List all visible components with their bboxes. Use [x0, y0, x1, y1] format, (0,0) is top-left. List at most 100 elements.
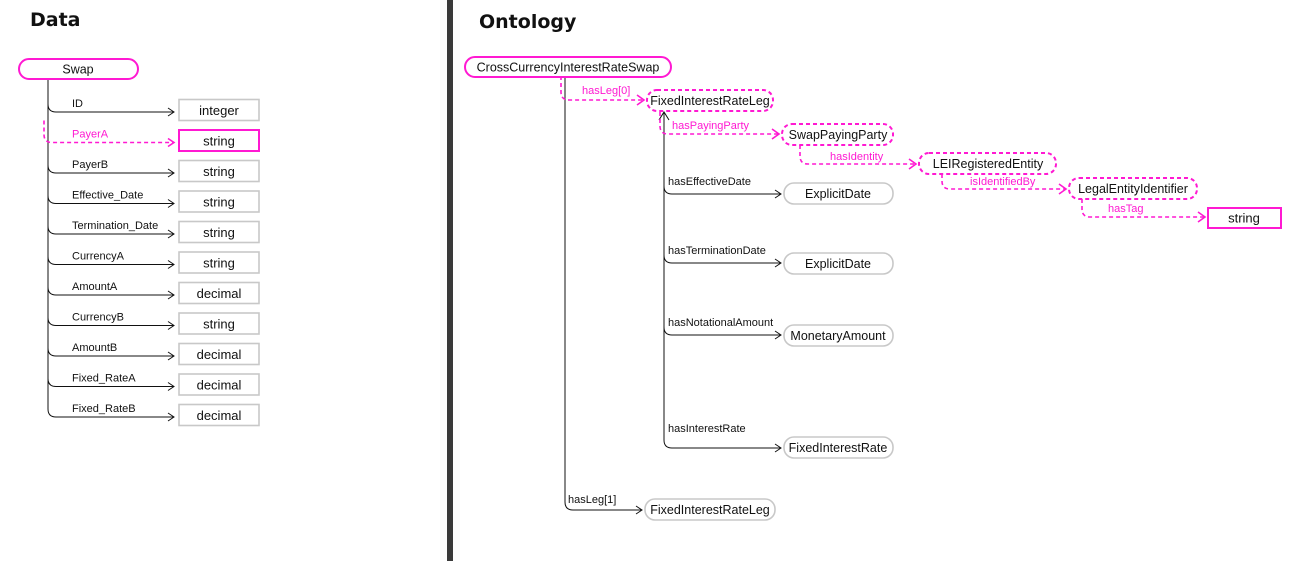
arrowhead-icon	[167, 107, 175, 117]
arrowhead-icon	[167, 351, 175, 361]
field-edge-line	[47, 273, 174, 296]
arrowhead-icon	[167, 382, 175, 391]
data-field-row[interactable]: PayerB string	[72, 159, 260, 183]
field-type-box[interactable]	[178, 312, 260, 335]
node-legal-entity-identifier[interactable]: LegalEntityIdentifier	[1068, 177, 1198, 200]
arrowhead-icon	[167, 321, 175, 330]
ontology-root-label: CrossCurrencyInterestRateSwap	[477, 61, 660, 75]
panel-divider	[447, 0, 453, 561]
arrowhead-icon	[774, 443, 782, 453]
edge-label-hasleg1: hasLeg[1]	[568, 494, 616, 506]
node-monetary-amount[interactable]: MonetaryAmount	[783, 324, 894, 347]
field-type-box[interactable]	[178, 190, 260, 213]
ontology-root-node[interactable]: CrossCurrencyInterestRateSwap	[464, 56, 672, 78]
ontology-highlight-edges	[560, 76, 1207, 223]
field-edge-line	[47, 334, 174, 357]
node-explicit-date-termination[interactable]: ExplicitDate	[783, 252, 894, 275]
data-field-row[interactable]: AmountB decimal	[72, 342, 260, 366]
edge-label-isidentifiedby: isIdentifiedBy	[970, 176, 1036, 188]
node-fixed-interest-rate-leg-0[interactable]: FixedInterestRateLeg	[646, 89, 774, 112]
node-label: MonetaryAmount	[790, 329, 886, 343]
field-type-label: string	[203, 256, 235, 271]
field-edge-line	[47, 364, 174, 387]
field-type-box[interactable]	[178, 342, 260, 366]
field-edge-line	[47, 395, 174, 418]
data-field-row[interactable]: Fixed_RateB decimal	[72, 403, 260, 427]
field-type-box[interactable]	[178, 98, 260, 122]
node-fixed-interest-rate-leg-1[interactable]: FixedInterestRateLeg	[644, 498, 776, 521]
arrowhead-icon	[167, 290, 175, 300]
arrowhead-icon	[774, 258, 782, 268]
field-type-box[interactable]	[178, 403, 260, 427]
field-type-label: string	[203, 195, 235, 210]
edge-label-hasinterestrate: hasInterestRate	[668, 423, 746, 435]
field-type-box[interactable]	[178, 251, 260, 274]
field-label: Termination_Date	[72, 220, 158, 232]
field-edge-line	[47, 151, 174, 174]
field-type-label: string	[203, 164, 235, 179]
field-edge-line	[43, 120, 174, 144]
node-label: SwapPayingParty	[789, 128, 888, 142]
arrowhead-icon	[908, 158, 918, 170]
arrowhead-icon	[774, 330, 782, 340]
arrowhead-icon	[167, 168, 175, 178]
ontology-panel-title: Ontology	[479, 11, 577, 33]
data-edges	[43, 79, 176, 422]
arrowhead-icon	[167, 229, 175, 239]
type-box-string-tag[interactable]: string	[1207, 207, 1282, 229]
field-type-label: string	[203, 225, 235, 240]
edge-notational-amount	[663, 326, 781, 336]
node-label: FixedInterestRate	[789, 441, 888, 455]
node-swap-paying-party[interactable]: SwapPayingParty	[781, 123, 894, 146]
field-label: PayerA	[72, 129, 109, 141]
node-label: LegalEntityIdentifier	[1078, 182, 1188, 196]
node-label: FixedInterestRateLeg	[650, 94, 770, 108]
field-type-box[interactable]	[178, 373, 260, 396]
edge-label-hastag: hasTag	[1108, 203, 1143, 215]
field-type-box[interactable]	[178, 159, 260, 183]
edge-leg0-trunk	[663, 112, 781, 449]
node-label: ExplicitDate	[805, 257, 871, 271]
node-explicit-date-effective[interactable]: ExplicitDate	[783, 182, 894, 205]
field-label: PayerB	[72, 159, 108, 171]
node-label: LEIRegisteredEntity	[933, 157, 1044, 171]
edge-hasleg1-line	[564, 76, 642, 511]
data-panel-title: Data	[30, 9, 81, 31]
edge-hasidentity-line	[799, 145, 916, 165]
field-edge-line	[47, 181, 174, 204]
field-type-label: decimal	[197, 408, 242, 423]
arrowhead-icon	[167, 137, 176, 148]
field-type-label: string	[203, 317, 235, 332]
field-edge-line	[47, 303, 174, 326]
type-label: string	[1228, 211, 1260, 226]
arrowhead-icon	[167, 199, 175, 208]
data-field-row[interactable]: Termination_Date string	[72, 220, 260, 244]
field-type-box[interactable]	[178, 220, 260, 244]
edge-label-hasterminationdate: hasTerminationDate	[668, 245, 766, 257]
field-label: AmountB	[72, 342, 117, 354]
field-type-box[interactable]	[178, 281, 260, 305]
field-type-label: decimal	[197, 347, 242, 362]
node-label: FixedInterestRateLeg	[650, 503, 770, 517]
data-root-node[interactable]: Swap	[18, 58, 139, 80]
field-type-box[interactable]	[178, 129, 260, 152]
edge-termination-date	[663, 254, 781, 264]
node-fixed-interest-rate[interactable]: FixedInterestRate	[783, 436, 894, 459]
arrowhead-icon	[167, 260, 175, 269]
edge-hastag-line	[1081, 199, 1205, 218]
field-edge-line	[47, 242, 174, 265]
data-field-row[interactable]: PayerA string	[72, 129, 260, 152]
field-label: Fixed_RateB	[72, 403, 136, 415]
node-lei-registered-entity[interactable]: LEIRegisteredEntity	[918, 152, 1057, 175]
ontology-solid-edges	[564, 76, 782, 515]
field-type-label: string	[203, 134, 235, 149]
arrowhead-icon	[635, 505, 643, 515]
